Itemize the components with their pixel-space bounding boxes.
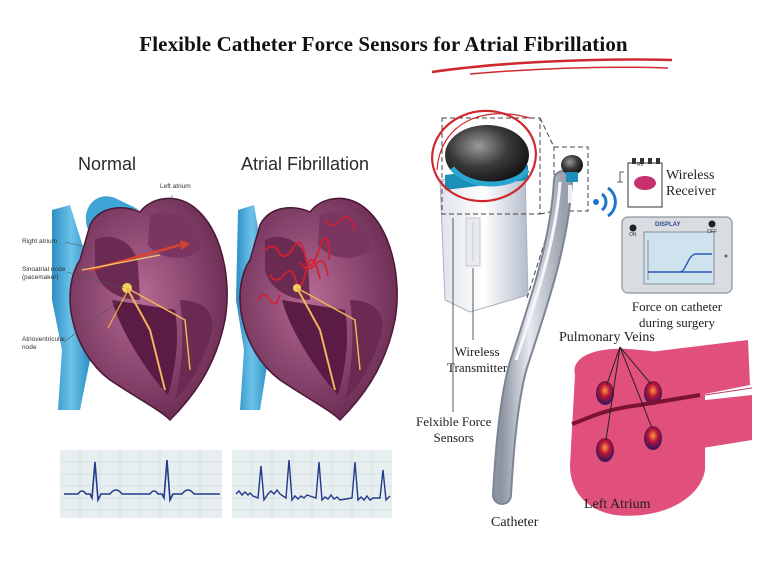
title-underline <box>432 60 672 73</box>
wireless-transmitter-line2: Transmitter <box>447 360 507 376</box>
left-atrium-illustration <box>570 340 752 516</box>
display-on-label: ON <box>629 232 637 238</box>
af-heart-illustration <box>236 198 397 420</box>
label-left-atrium: Left atrium <box>160 183 191 191</box>
ecg-af <box>232 450 392 518</box>
label-sinoatrial-line1: Sinoatrial node <box>22 266 65 274</box>
wireless-receiver-label: Wireless Receiver <box>666 168 716 200</box>
force-caption-line2: during surgery <box>616 315 738 331</box>
wireless-signal-icon <box>593 188 615 216</box>
ecg-normal <box>60 450 222 518</box>
rx-label: Rx <box>637 162 643 168</box>
catheter-label: Catheter <box>491 515 538 531</box>
pulmonary-veins-label: Pulmonary Veins <box>559 330 655 346</box>
label-av-line2: node <box>22 344 65 352</box>
label-sinoatrial-line2: (pacemaker) <box>22 274 65 282</box>
left-atrium-label: Left Atrium <box>584 497 651 513</box>
label-right-atrium: Right atrium <box>22 238 57 246</box>
wireless-transmitter-label: Wireless Transmitter <box>447 344 507 376</box>
label-av-node: Atrioventricular node <box>22 336 65 352</box>
display-off-label: OFF <box>707 229 717 235</box>
wireless-receiver-line1: Wireless <box>666 168 716 184</box>
af-label: Atrial Fibrillation <box>241 154 369 175</box>
force-sensors-label: Felxible Force Sensors <box>416 414 491 446</box>
force-caption-line1: Force on catheter <box>616 299 738 315</box>
wireless-receiver-line2: Receiver <box>666 184 716 200</box>
label-av-line1: Atrioventricular <box>22 336 65 344</box>
display-title: DISPLAY <box>655 222 680 228</box>
wireless-transmitter-line1: Wireless <box>447 344 507 360</box>
force-sensors-line2: Sensors <box>416 430 491 446</box>
normal-label: Normal <box>78 154 136 175</box>
normal-heart-illustration <box>52 195 227 420</box>
force-sensors-line1: Felxible Force <box>416 414 491 430</box>
label-sinoatrial-node: Sinoatrial node (pacemaker) <box>22 266 65 282</box>
force-caption: Force on catheter during surgery <box>616 299 738 331</box>
